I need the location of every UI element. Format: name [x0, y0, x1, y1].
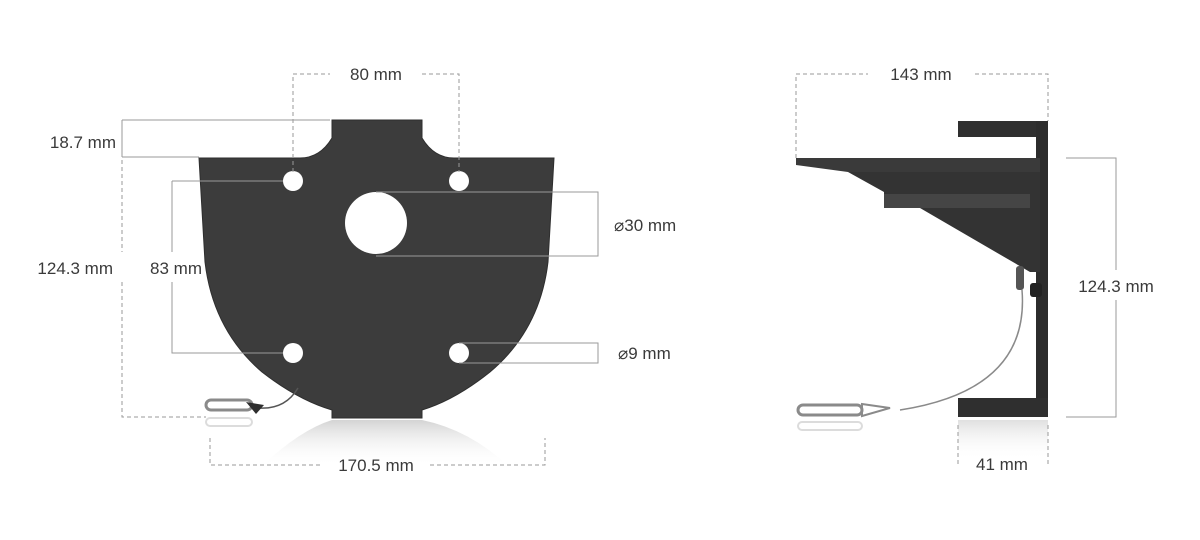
mounting-plate	[198, 119, 555, 419]
side-reflection	[958, 420, 1048, 460]
safety-clip-front	[204, 387, 299, 427]
mount-hole-top-left	[283, 171, 303, 191]
safety-clip-side	[796, 266, 1024, 431]
side-view: 143 mm 124.3 mm 41 mm	[795, 65, 1154, 474]
dim-front-height-lines	[121, 160, 206, 418]
dim-width-lines	[209, 438, 546, 466]
dim-front-height-label: 124.3 mm	[37, 259, 113, 278]
dim-center-hole-label: ⌀30 mm	[614, 216, 676, 235]
dim-9mm-lines	[459, 342, 599, 364]
dim-side-height-lines	[1066, 157, 1117, 418]
front-reflection	[262, 420, 508, 466]
side-top-arm	[796, 158, 1040, 172]
dim-depth-label: 143 mm	[890, 65, 951, 84]
mount-hole-bottom-right	[449, 343, 469, 363]
dim-80mm-lines	[292, 73, 460, 172]
dim-hole-spacing-label: 80 mm	[350, 65, 402, 84]
mount-hole-top-right	[449, 171, 469, 191]
side-bracket-body	[848, 172, 1040, 272]
dim-base-width-label: 41 mm	[976, 455, 1028, 474]
side-bracket-rail	[884, 194, 1030, 208]
front-view: 80 mm 18.7 mm 124.3 mm 83 mm ⌀30 mm ⌀9 m…	[37, 65, 676, 475]
dim-top-tab-label: 18.7 mm	[50, 133, 116, 152]
dim-small-hole-label: ⌀9 mm	[618, 344, 671, 363]
dim-side-height-label: 124.3 mm	[1078, 277, 1154, 296]
center-hole	[345, 192, 407, 254]
mount-hole-bottom-left	[283, 343, 303, 363]
side-bottom-base	[958, 398, 1048, 417]
dim-30mm-lines	[376, 191, 599, 257]
side-knob	[1030, 283, 1042, 297]
dim-width-label: 170.5 mm	[338, 456, 414, 475]
dim-18-7mm-lines	[121, 119, 330, 158]
dim-vertical-spacing-label: 83 mm	[150, 259, 202, 278]
dim-83mm-lines	[171, 180, 283, 354]
dim-depth-lines	[795, 73, 1049, 158]
side-top-clamp	[958, 121, 1048, 137]
